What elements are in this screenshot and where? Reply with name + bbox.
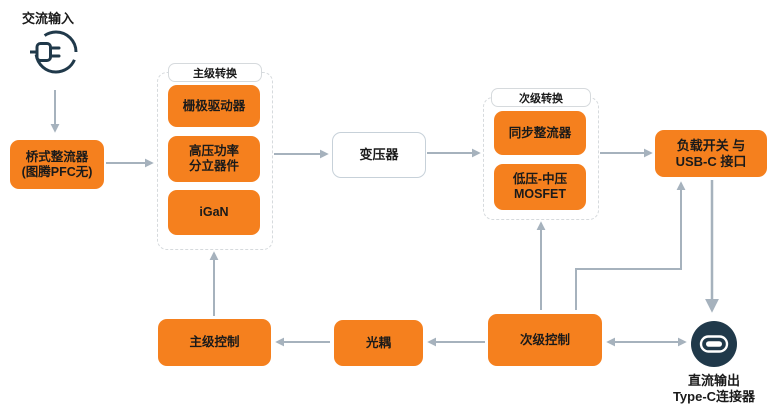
igan-label: iGaN [199,205,229,219]
load-switch-line1: 负载开关 与 [676,137,746,153]
secondary-control-label: 次级控制 [519,332,570,347]
primary-conversion-label: 主级转换 [168,63,262,82]
bridge-rectifier-line1: 桥式整流器 [25,149,89,164]
secondary-control-box: 次级控制 [488,314,602,366]
usb-c-icon [691,321,737,372]
optocoupler-box: 光耦 [334,320,423,366]
dc-output-label: 直流输出 Type-C连接器 [644,373,780,405]
optocoupler-label: 光耦 [365,335,391,350]
load-switch-box: 负载开关 与 USB-C 接口 [655,130,767,177]
gate-driver-box: 栅极驱动器 [168,85,260,127]
hv-power-line1: 高压功率 [188,144,239,158]
dc-output-line1: 直流输出 [687,373,740,388]
dc-output-line2: Type-C连接器 [672,389,756,404]
igan-box: iGaN [168,190,260,235]
hv-power-line2: 分立器件 [188,159,239,173]
bridge-rectifier-box: 桥式整流器 (图腾PFC无) [10,140,104,189]
primary-control-label: 主级控制 [189,335,240,349]
primary-control-box: 主级控制 [158,319,271,366]
ac-plug-icon [29,26,81,83]
load-switch-line2: USB-C 接口 [675,153,747,169]
ac-input-label: 交流输入 [22,11,75,26]
lv-mv-mosfet-box: 低压-中压 MOSFET [494,164,586,210]
hv-power-box: 高压功率 分立器件 [168,136,260,182]
sync-rectifier-box: 同步整流器 [494,111,586,155]
transformer-label: 变压器 [359,147,399,163]
secondary-conversion-label: 次级转换 [491,88,591,107]
mosfet-line1: 低压-中压 [512,172,568,186]
mosfet-line2: MOSFET [513,187,567,201]
sync-rectifier-label: 同步整流器 [508,125,572,140]
transformer-box: 变压器 [332,132,426,178]
bridge-rectifier-line2: (图腾PFC无) [21,164,93,179]
gate-driver-label: 栅极驱动器 [182,98,246,113]
